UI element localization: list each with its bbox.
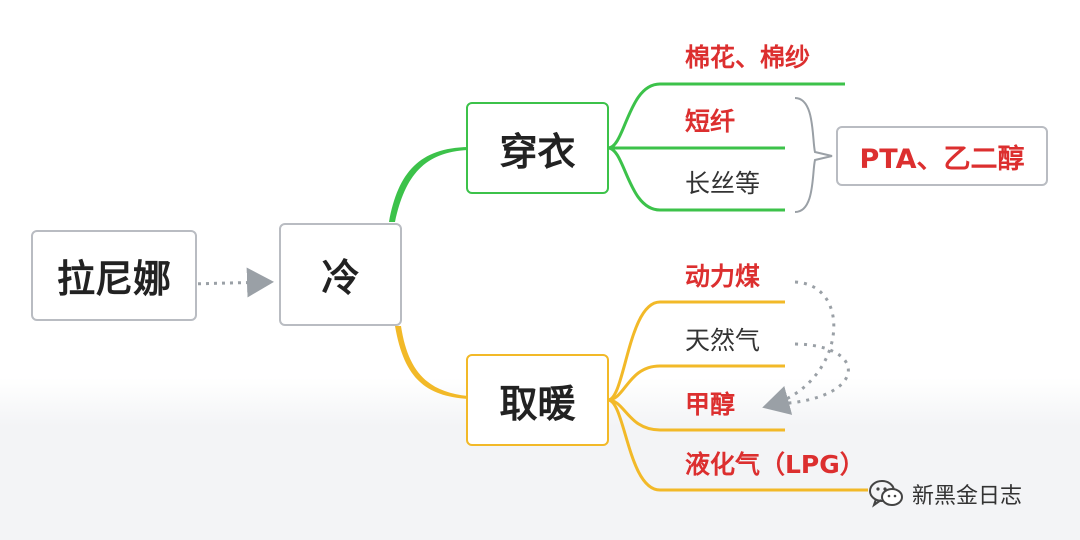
pta-rest-label: 乙二醇: [943, 143, 1025, 175]
heating-branches: [607, 300, 868, 492]
cold-to-heating-connector: [395, 326, 468, 399]
heating-item-methanol: 甲醇: [685, 390, 736, 419]
cold-label: 冷: [321, 256, 360, 300]
lanina-node: 拉尼娜: [31, 230, 197, 321]
heating-node: 取暖: [466, 354, 609, 446]
watermark-text: 新黑金日志: [912, 484, 1023, 509]
coal-to-methanol-arrow: [762, 280, 836, 415]
clothing-label: 穿衣: [499, 129, 576, 174]
heating-item-lpg: 液化气（LPG）: [685, 450, 865, 479]
clothing-item-cotton: 棉花、棉纱: [685, 43, 811, 72]
wechat-icon: [869, 480, 903, 508]
heating-item-thermal-coal: 动力煤: [685, 262, 761, 291]
clothing-branches: [607, 82, 845, 212]
cold-to-clothing-connector: [389, 147, 468, 222]
heating-label: 取暖: [499, 381, 576, 426]
clothing-bracket: [794, 97, 833, 213]
clothing-node: 穿衣: [466, 102, 609, 194]
pta-node: PTA、乙二醇: [836, 126, 1048, 186]
watermark: 新黑金日志: [868, 478, 1022, 510]
gas-to-methanol-arrow: [775, 342, 850, 406]
lanina-label: 拉尼娜: [56, 257, 171, 301]
cold-node: 冷: [279, 223, 402, 326]
lanina-to-cold-arrow: [189, 267, 274, 298]
clothing-item-staple-fiber: 短纤: [685, 107, 736, 136]
clothing-item-filament: 长丝等: [685, 169, 761, 198]
heating-item-natural-gas: 天然气: [685, 326, 761, 355]
pta-prefix-label: PTA、: [859, 143, 944, 175]
